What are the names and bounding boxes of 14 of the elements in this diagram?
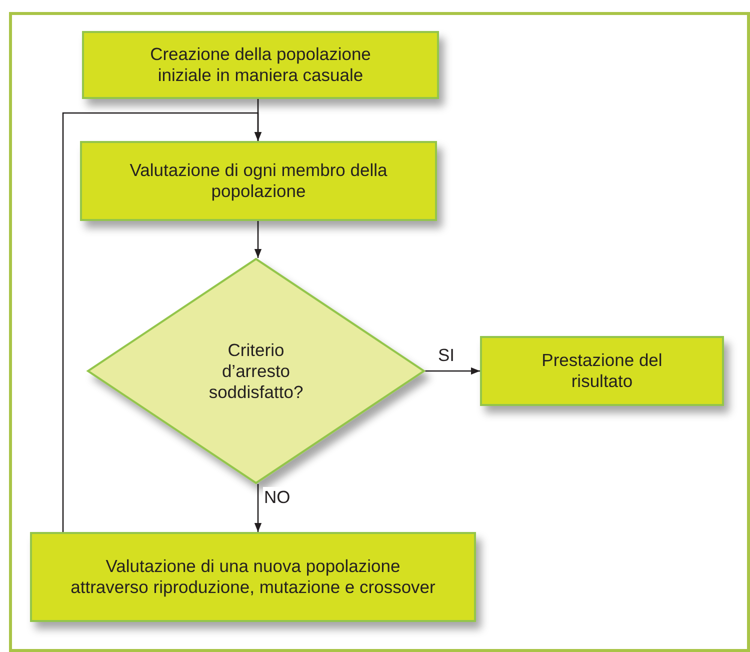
node-text: Valutazione di una nuova popolazione attraverso riproduzione, mutazione e crossover [70,556,436,598]
arrow [62,112,262,532]
process-box [82,31,439,99]
decision-diamond [87,258,425,484]
process-box [480,336,724,406]
node-text: Criterio d’arresto soddisfatto? [208,340,304,402]
node-text: Prestazione del risultato [540,350,664,392]
process-box [30,532,476,622]
node-text: Valutazione di ogni membro della popolazione [128,160,388,202]
arrow [254,484,262,532]
node-text: Creazione della popolazione iniziale in maniera casuale [149,44,372,86]
process-box [80,141,437,221]
arrow [254,221,262,258]
arrow [425,367,480,375]
